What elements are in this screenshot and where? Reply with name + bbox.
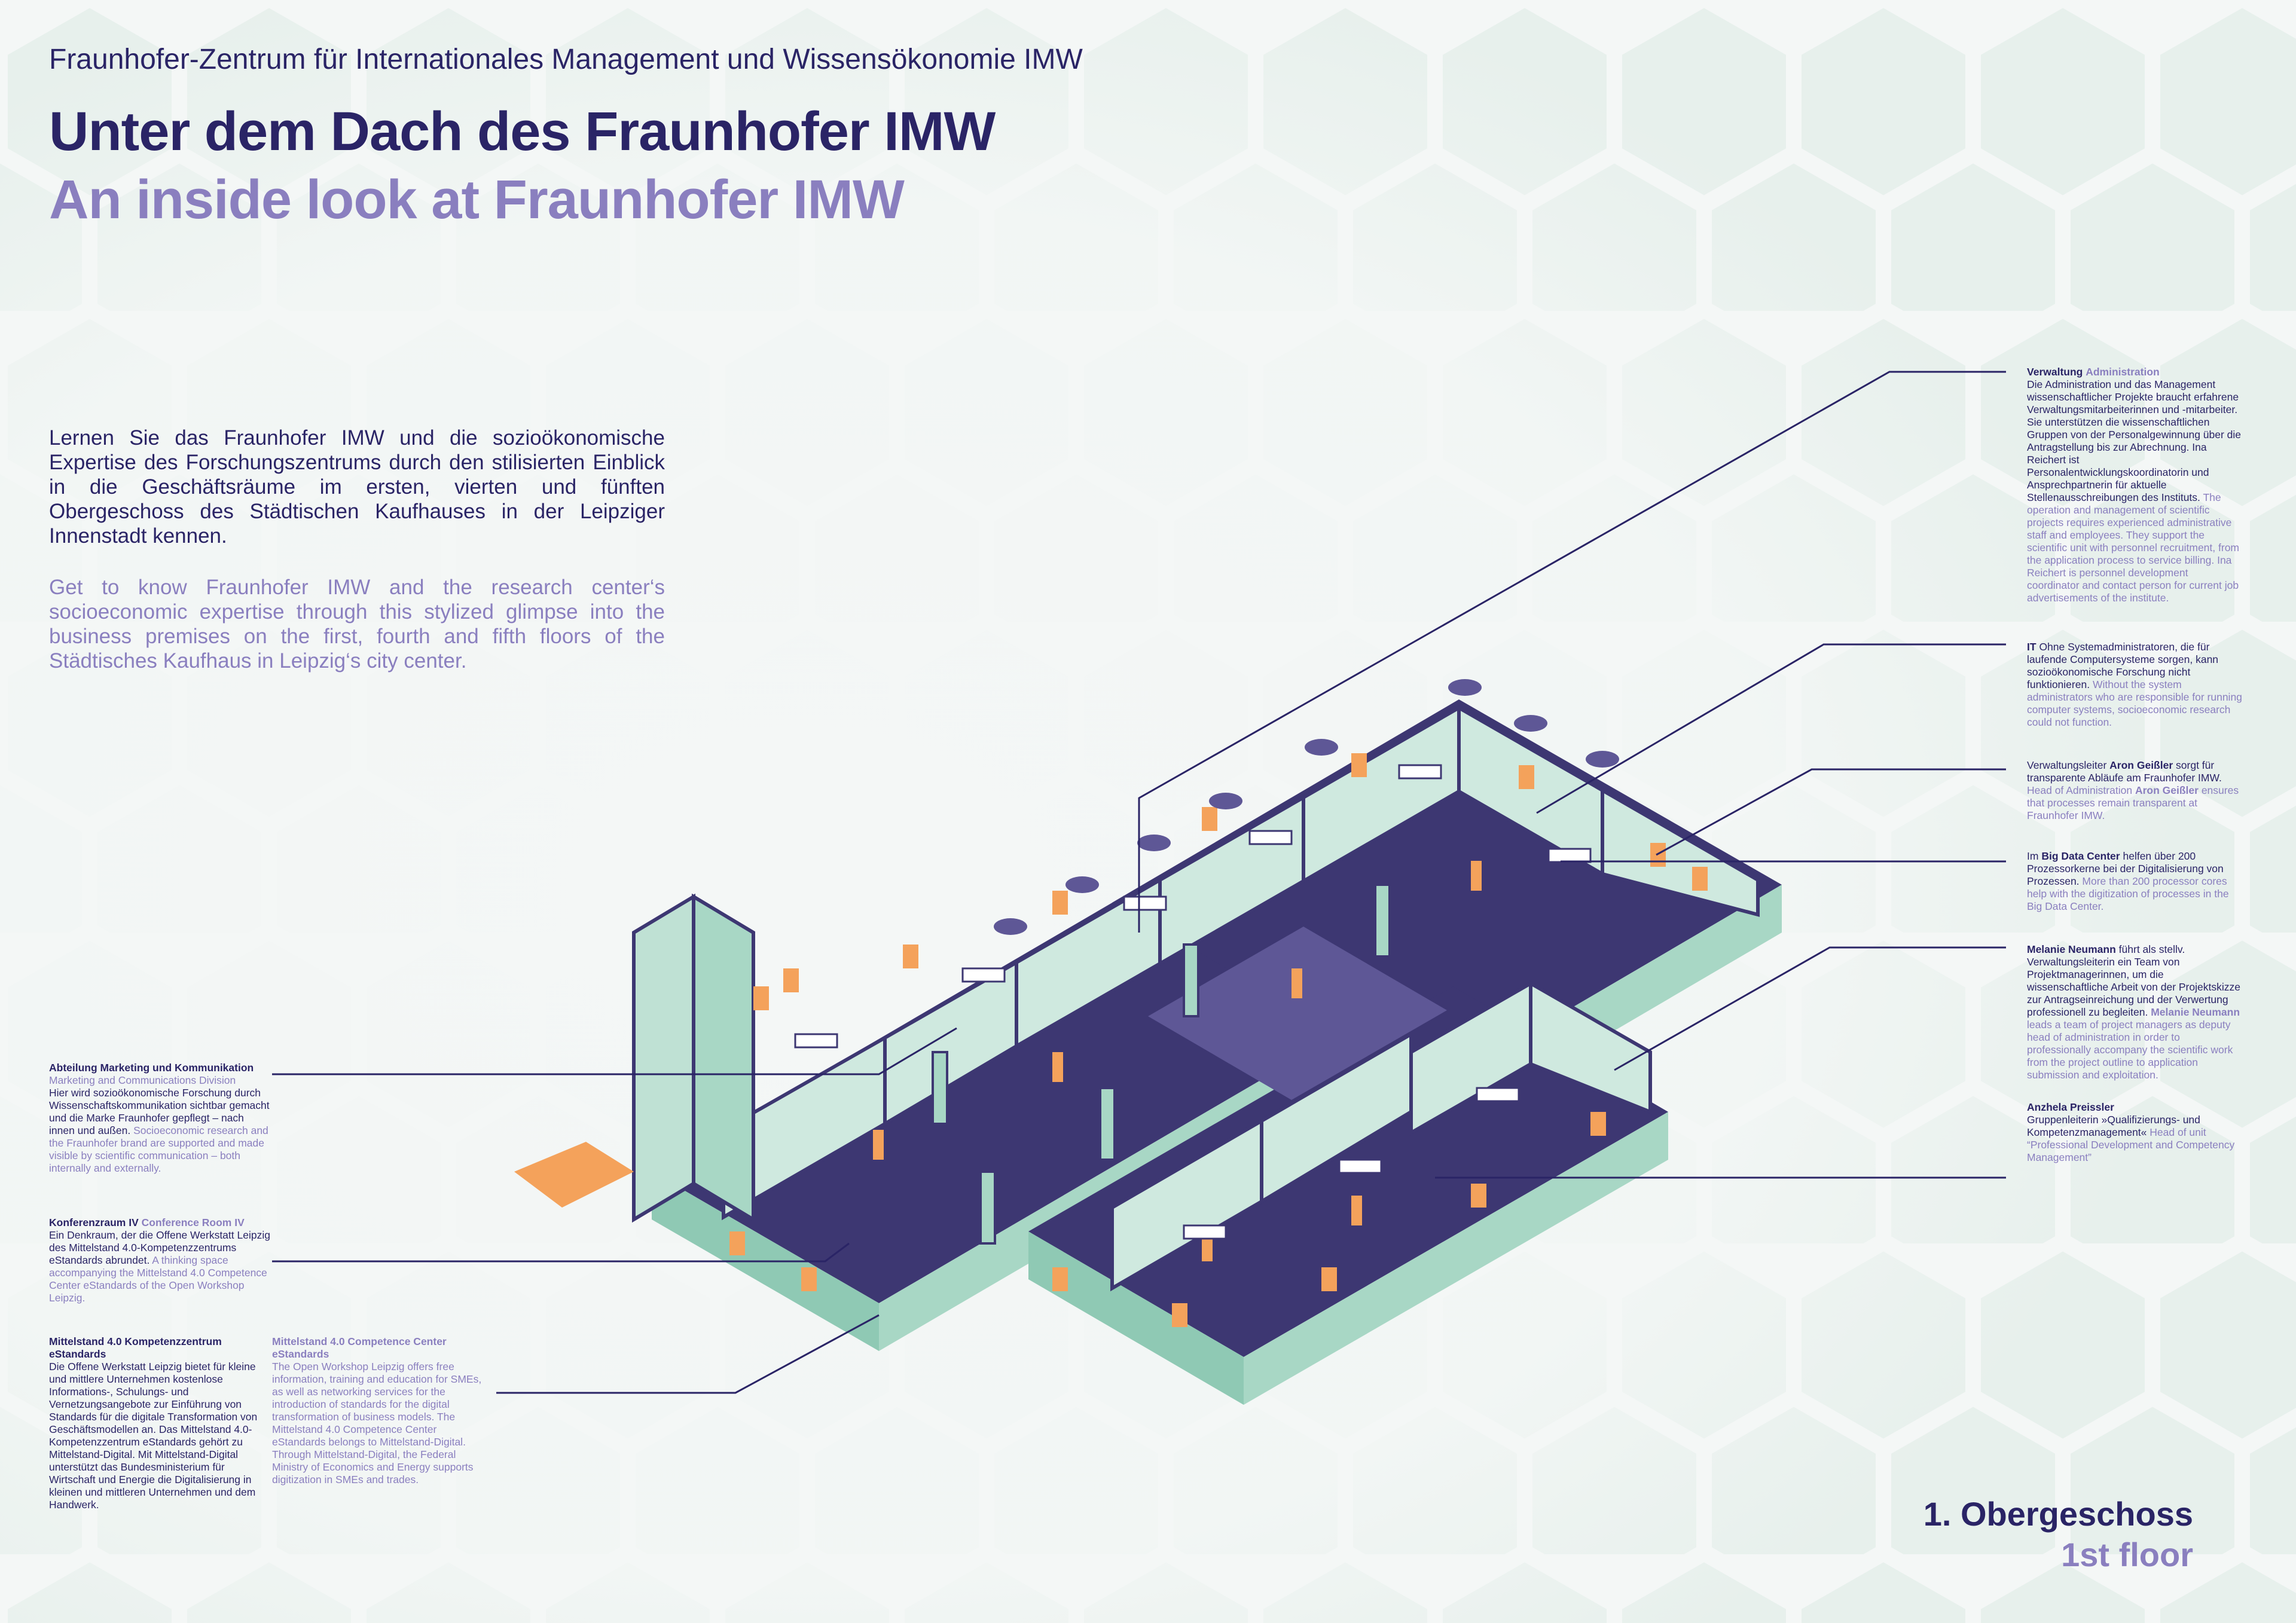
isometric-floorplan-illustration xyxy=(514,679,1782,1405)
page-title-de: Unter dem Dach des Fraunhofer IMW xyxy=(49,101,996,162)
callout-mittelstand-de: Mittelstand 4.0 Kompetenzzentrum eStanda… xyxy=(49,1335,258,1511)
central-hall xyxy=(1148,927,1447,1100)
floor-label-de: 1. Obergeschoss xyxy=(1923,1495,2193,1533)
intro-text-de: Lernen Sie das Fraunhofer IMW und die so… xyxy=(49,426,665,548)
callout-anzhela-preissler: Anzhela Preissler Gruppenleiterin »Quali… xyxy=(2027,1101,2235,1163)
callout-mittelstand-en: Mittelstand 4.0 Competence Center eStand… xyxy=(272,1335,482,1486)
callout-it: IT Ohne Systemadministratoren, die für l… xyxy=(2027,641,2242,728)
callout-administration: Verwaltung Administration Die Administra… xyxy=(2027,366,2242,604)
entrance-stairs xyxy=(514,1142,634,1208)
callout-big-data-center: Im Big Data Center helfen über 200 Proze… xyxy=(2027,850,2229,912)
intro-text-en: Get to know Fraunhofer IMW and the resea… xyxy=(49,576,665,673)
callout-marketing: Abteilung Marketing und Kommunikation Ma… xyxy=(49,1062,270,1174)
page-title-en: An inside look at Fraunhofer IMW xyxy=(49,169,905,230)
floor-slab-left xyxy=(652,861,1411,1303)
callout-melanie-neumann: Melanie Neumann führt als stellv. Verwal… xyxy=(2027,943,2240,1081)
callout-head-of-administration: Verwaltungsleiter Aron Geißler sorgt für… xyxy=(2027,759,2239,821)
callout-conference-room: Konferenzraum IV Conference Room IV Ein … xyxy=(49,1217,270,1304)
institute-name: Fraunhofer-Zentrum für Internationales M… xyxy=(49,44,1083,75)
floor-label-en: 1st floor xyxy=(2061,1536,2193,1573)
